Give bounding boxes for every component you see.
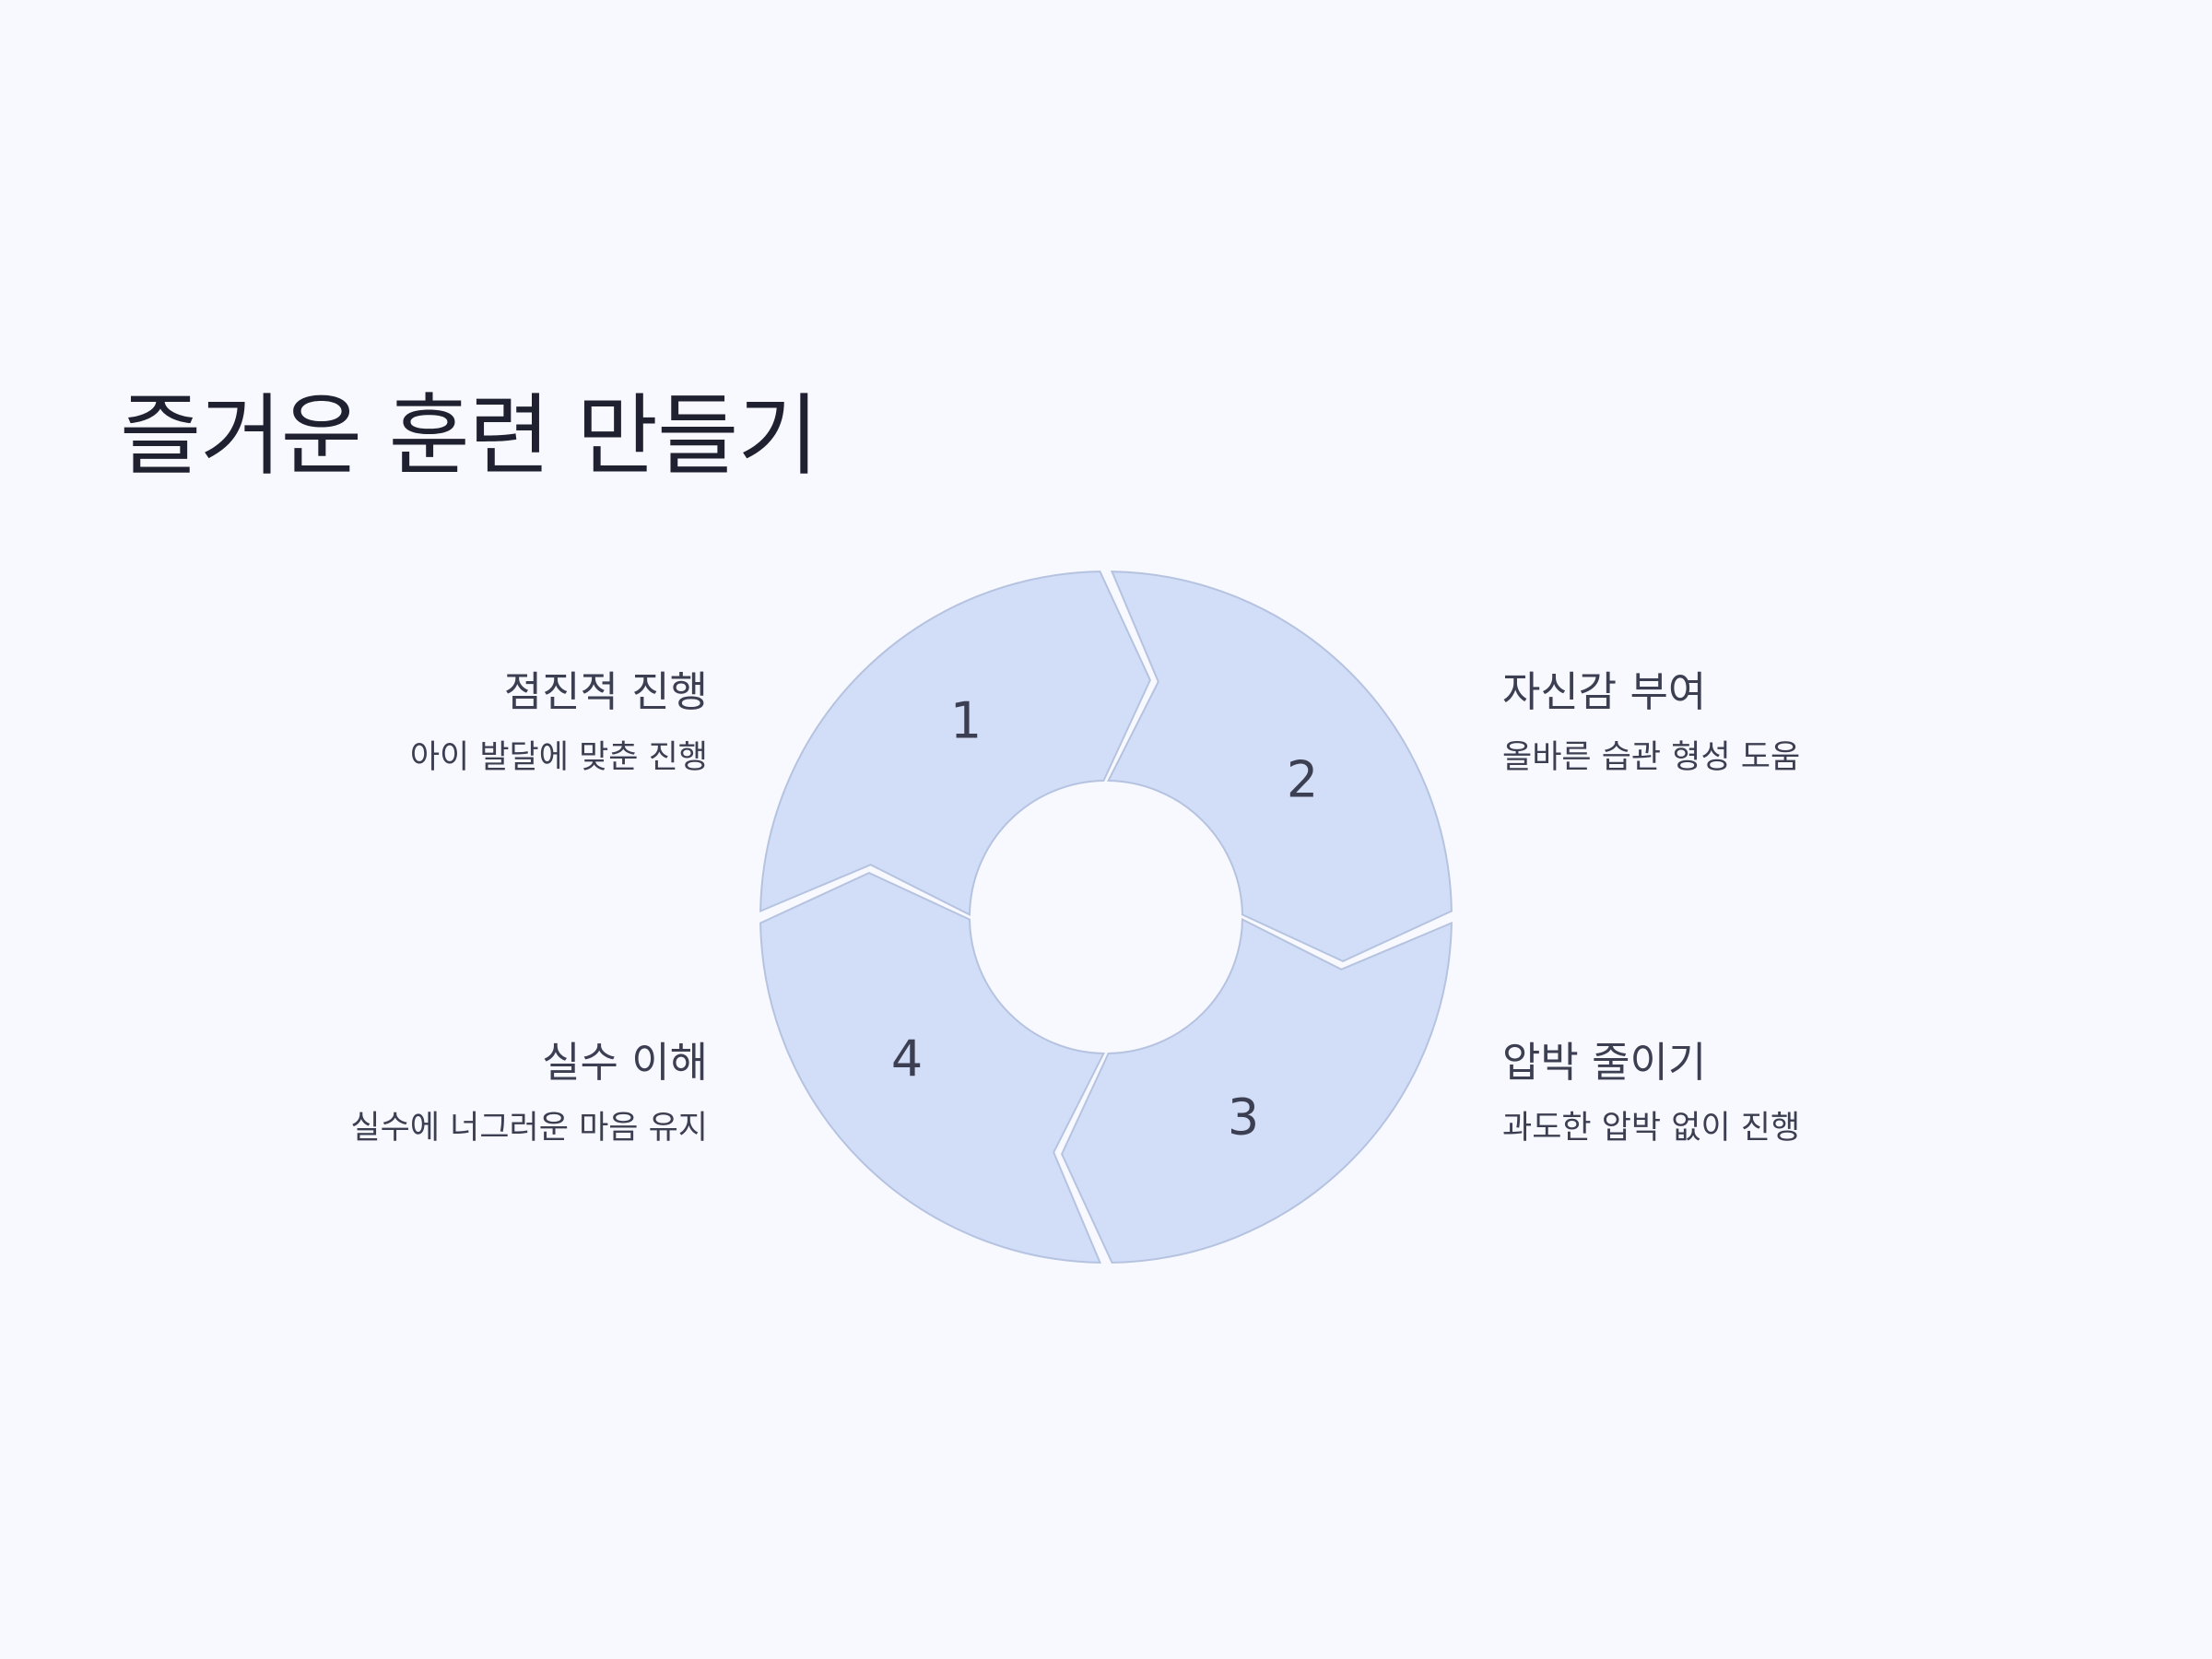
step-1-heading: 점진적 진행 (503, 667, 708, 716)
step-4-label: 실수 이해 실수에 너그러운 마음 유지 (155, 1035, 708, 1149)
page-title: 즐거운 훈련 만들기 (120, 384, 819, 488)
step-2-heading: 자신감 부여 (1502, 667, 1707, 716)
step-3-label: 압박 줄이기 과도한 압박 없이 진행 (1502, 1035, 2055, 1149)
step-4-number: 4 (891, 1030, 923, 1088)
step-1-description: 아이 발달에 맞춘 진행 (409, 739, 708, 776)
step-3-heading: 압박 줄이기 (1502, 1038, 1707, 1087)
step-4-description: 실수에 너그러운 마음 유지 (350, 1110, 708, 1147)
step-3-description: 과도한 압박 없이 진행 (1502, 1110, 1801, 1147)
step-1-number: 1 (950, 692, 982, 750)
step-2-description: 올바른 습관 형성 도움 (1502, 739, 1801, 776)
cycle-segment-3 (1060, 917, 1453, 1264)
step-2-label: 자신감 부여 올바른 습관 형성 도움 (1502, 665, 2055, 779)
cycle-segment-1 (759, 571, 1152, 917)
cycle-segment-2 (1106, 571, 1453, 963)
step-3-number: 3 (1228, 1088, 1259, 1147)
step-4-heading: 실수 이해 (542, 1038, 708, 1087)
step-2-number: 2 (1287, 751, 1318, 809)
cycle-segment-4 (759, 871, 1106, 1264)
step-1-label: 점진적 진행 아이 발달에 맞춘 진행 (155, 665, 708, 779)
